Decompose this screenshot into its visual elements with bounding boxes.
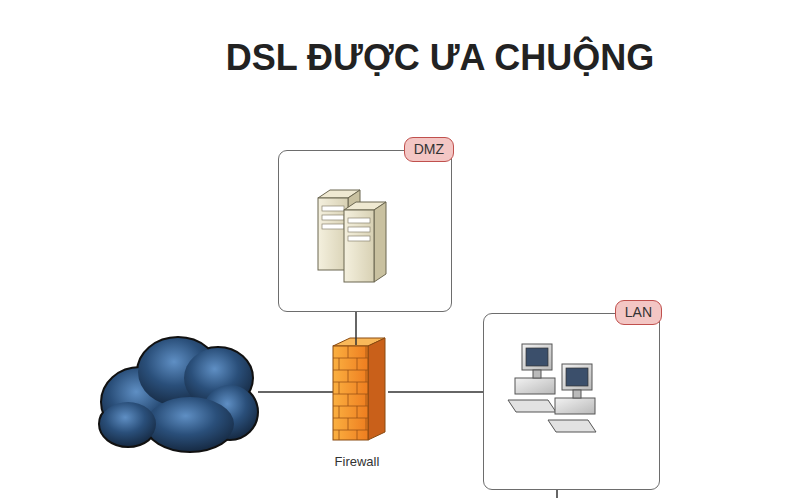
internet-link <box>258 391 333 393</box>
page-title: DSL ĐƯỢC ƯA CHUỘNG <box>0 36 800 80</box>
computer-icon <box>508 344 596 432</box>
device-label: Firewall <box>326 454 388 470</box>
dmz-zone: DMZ <box>278 150 452 312</box>
network-link <box>355 312 357 345</box>
firewall-node: Firewall <box>326 345 388 470</box>
zone-label: DMZ <box>404 137 454 162</box>
lan-zone: LAN <box>483 313 660 490</box>
server-icon <box>318 190 386 282</box>
internet-cloud <box>100 338 257 451</box>
network-link <box>388 391 483 393</box>
firewall-icon <box>333 338 385 440</box>
zone-label: LAN <box>615 300 662 325</box>
lan-downlink <box>556 490 558 498</box>
